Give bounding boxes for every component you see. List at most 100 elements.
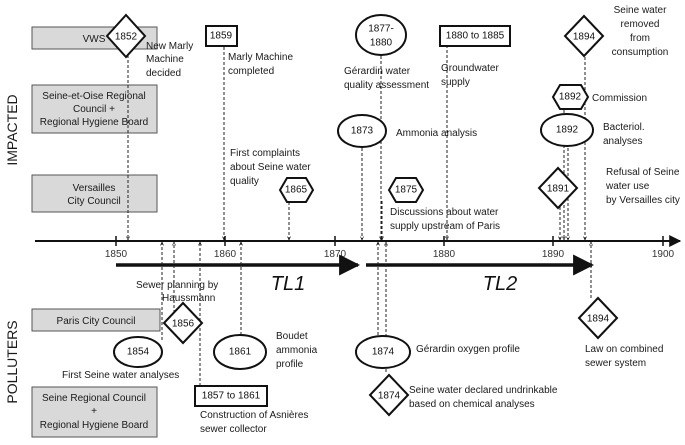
event-1877-text: quality assessment bbox=[344, 80, 429, 91]
complaints-text: First complaints bbox=[230, 148, 300, 159]
event-1877-year: 1877- bbox=[368, 24, 394, 35]
actor-seine-oise-line3: Regional Hygiene Board bbox=[40, 117, 148, 128]
complaints-text: quality bbox=[230, 176, 259, 187]
event-1861-text: profile bbox=[276, 359, 304, 370]
event-1859-text: Marly Machine bbox=[228, 52, 293, 63]
event-1859-text: completed bbox=[228, 66, 274, 77]
event-1892b-year: 1892 bbox=[556, 125, 579, 136]
event-1865: 1865 bbox=[278, 177, 315, 203]
connectors bbox=[128, 45, 591, 386]
event-1894-top: 1894 Seine water removed from consumptio… bbox=[563, 5, 669, 58]
event-1857-1861: 1857 to 1861 Construction of Asnières se… bbox=[194, 385, 308, 435]
event-1880-year: 1880 to 1885 bbox=[446, 31, 505, 42]
event-1891-year: 1891 bbox=[547, 184, 570, 195]
event-1873-text: Ammonia analysis bbox=[396, 128, 477, 139]
event-1875: 1875 Discussions about water supply upst… bbox=[387, 177, 500, 232]
event-1854-text: First Seine water analyses bbox=[62, 370, 179, 381]
event-1875-text: Discussions about water bbox=[390, 207, 499, 218]
event-1852-text: decided bbox=[146, 68, 181, 79]
sewer-planning-text: Haussmann bbox=[162, 293, 215, 304]
event-1891-text: water use bbox=[605, 181, 650, 192]
event-1857-text: Construction of Asnières bbox=[200, 410, 308, 421]
event-1861-text: Boudet bbox=[276, 331, 308, 342]
event-1873-year: 1873 bbox=[351, 126, 374, 137]
event-1892b-text: Bacteriol. bbox=[603, 122, 645, 133]
event-1861-text: ammonia bbox=[276, 345, 318, 356]
event-1880-1885: 1880 to 1885 Groundwater supply bbox=[439, 25, 511, 88]
tick-label: 1870 bbox=[324, 249, 347, 260]
event-sewer-planning: Sewer planning by Haussmann bbox=[136, 280, 218, 304]
tick-label: 1890 bbox=[542, 249, 565, 260]
event-1873: 1873 Ammonia analysis bbox=[337, 114, 477, 148]
event-1894b-text: Law on combined bbox=[585, 344, 663, 355]
actor-paris-label: Paris City Council bbox=[57, 316, 136, 327]
period-tl2: TL2 bbox=[366, 254, 595, 295]
event-1852-year: 1852 bbox=[115, 32, 138, 43]
actor-versailles-line2: City Council bbox=[67, 196, 120, 207]
event-1852-text: New Marly bbox=[146, 41, 193, 52]
event-1894-top-text: Seine water bbox=[614, 5, 667, 16]
actor-versailles-line1: Versailles bbox=[73, 183, 116, 194]
event-1874-oxygen: 1874 Gérardin oxygen profile bbox=[355, 335, 520, 369]
tick-label: 1900 bbox=[652, 249, 675, 260]
event-1880-text: Groundwater bbox=[441, 63, 499, 74]
event-1874a-year: 1874 bbox=[372, 347, 395, 358]
actor-seine-regional-line3: Regional Hygiene Board bbox=[40, 420, 148, 431]
event-1857-year: 1857 to 1861 bbox=[202, 391, 261, 402]
event-1892c-text: Commission bbox=[592, 93, 647, 104]
impacted-label: IMPACTED bbox=[4, 94, 20, 165]
event-1892-commission: 1892 Commission bbox=[551, 84, 647, 110]
event-1877-text: Gérardin water bbox=[344, 66, 411, 77]
event-1856: 1856 bbox=[162, 301, 204, 345]
event-1874a-text: Gérardin oxygen profile bbox=[416, 344, 520, 355]
event-1894b-year: 1894 bbox=[587, 314, 610, 325]
event-1859-year: 1859 bbox=[210, 31, 233, 42]
event-1852-text: Machine bbox=[146, 54, 184, 65]
event-1874b-year: 1874 bbox=[378, 391, 401, 402]
event-1892c-year: 1892 bbox=[559, 92, 582, 103]
sewer-planning-text: Sewer planning by bbox=[136, 280, 218, 291]
event-1861-year: 1861 bbox=[229, 347, 252, 358]
event-1894-top-text: consumption bbox=[612, 47, 669, 58]
polluters-label: POLLUTERS bbox=[4, 320, 20, 403]
event-1875-text: supply upstream of Paris bbox=[390, 221, 500, 232]
event-1877-1880: 1877- 1880 Gérardin water quality assess… bbox=[344, 14, 429, 91]
tl1-label: TL1 bbox=[271, 273, 305, 295]
complaints-text: about Seine water bbox=[230, 162, 311, 173]
event-1892b-text: analyses bbox=[603, 136, 642, 147]
tick-label: 1850 bbox=[105, 249, 128, 260]
actor-seine-oise-line1: Seine-et-Oise Regional bbox=[42, 91, 145, 102]
actor-seine-regional-line1: Seine Regional Council bbox=[42, 393, 146, 404]
event-1894-law: 1894 Law on combined sewer system bbox=[577, 296, 663, 369]
tick-label: 1880 bbox=[433, 249, 456, 260]
event-1874b-text: Seine water declared undrinkable bbox=[409, 385, 558, 396]
event-1856-year: 1856 bbox=[172, 319, 195, 330]
period-tl1: TL1 bbox=[116, 254, 361, 295]
event-1874b-text: based on chemical analyses bbox=[409, 399, 535, 410]
tl2-label: TL2 bbox=[483, 273, 517, 295]
actor-vws-label: VWS bbox=[83, 34, 106, 45]
event-1854-year: 1854 bbox=[127, 347, 150, 358]
event-1892-bacteriol: 1892 Bacteriol. analyses bbox=[540, 113, 645, 147]
event-1891-text: Refusal of Seine bbox=[606, 167, 680, 178]
actor-paris: Paris City Council bbox=[31, 308, 161, 332]
event-1854: 1854 First Seine water analyses bbox=[62, 336, 179, 381]
event-1861: 1861 Boudet ammonia profile bbox=[213, 331, 318, 370]
event-1894-top-text: from bbox=[630, 33, 650, 44]
event-1894b-text: sewer system bbox=[585, 358, 646, 369]
event-1894-top-year: 1894 bbox=[573, 32, 596, 43]
tick-label: 1860 bbox=[214, 249, 237, 260]
event-1891: 1891 Refusal of Seine water use by Versa… bbox=[537, 166, 680, 210]
actor-seine-regional-line2: + bbox=[91, 406, 97, 417]
event-1875-year: 1875 bbox=[395, 185, 418, 196]
event-1880-text: supply bbox=[441, 77, 470, 88]
event-1852: 1852 New Marly Machine decided bbox=[105, 13, 193, 79]
event-1865-year: 1865 bbox=[285, 185, 308, 196]
event-1894-top-text: removed bbox=[621, 19, 660, 30]
actor-seine-oise: Seine-et-Oise Regional Council + Regiona… bbox=[31, 84, 158, 134]
event-1859: 1859 Marly Machine completed bbox=[205, 25, 293, 77]
event-first-complaints: First complaints about Seine water quali… bbox=[230, 148, 311, 187]
event-1891-text: by Versailles city bbox=[606, 195, 680, 206]
actor-versailles: Versailles City Council bbox=[31, 174, 158, 213]
